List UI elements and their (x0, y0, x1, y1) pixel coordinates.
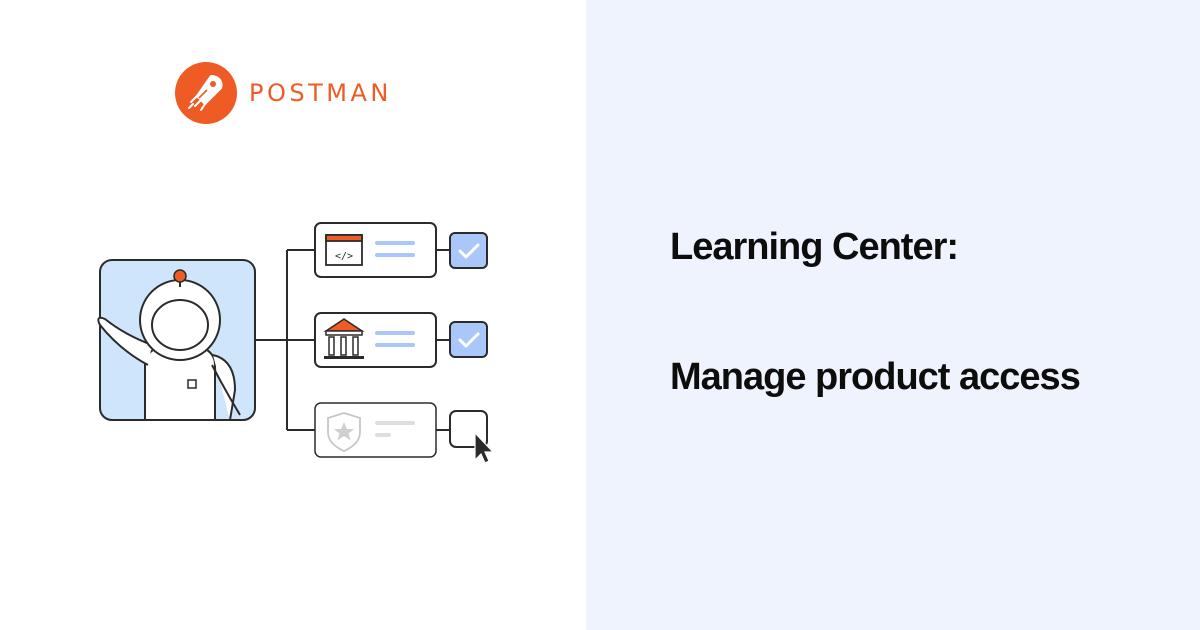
access-row-bank (314, 312, 488, 368)
headline-learning-center: Learning Center: (670, 226, 959, 268)
check-box-checked (449, 232, 488, 269)
headline-topic: Manage product access (670, 356, 1081, 398)
postman-logo: POSTMAN (175, 62, 392, 124)
right-panel (586, 0, 1200, 630)
access-row-api: </> (314, 222, 488, 278)
postman-astronaut-logo-icon (175, 62, 237, 124)
bank-building-icon (323, 318, 365, 359)
brand-name: POSTMAN (249, 79, 392, 107)
astronaut-avatar (97, 259, 256, 421)
mouse-pointer-icon (474, 431, 495, 464)
svg-text:</>: </> (335, 251, 353, 262)
access-row-security (314, 402, 495, 464)
left-panel: POSTMAN (0, 0, 586, 630)
check-box-checked (449, 321, 488, 358)
shield-star-icon (327, 412, 361, 452)
access-illustration: </> (97, 222, 495, 464)
code-window-icon: </> (325, 234, 363, 266)
